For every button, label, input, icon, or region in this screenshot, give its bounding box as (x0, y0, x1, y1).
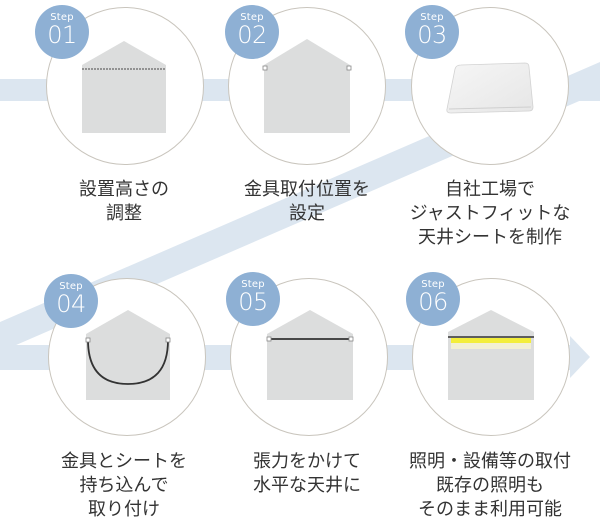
house-with-height-line-icon (82, 41, 166, 133)
flow-arrow-icon (570, 336, 590, 378)
step-badge-number: 06 (418, 288, 448, 316)
step-badge-label: Step (241, 279, 265, 290)
house-with-taut-sheet-icon (266, 310, 354, 400)
house-with-sagging-sheet-icon (85, 310, 171, 400)
step-caption: 金具取付位置を 設定 (244, 179, 370, 224)
step-02 (228, 7, 388, 167)
step-badge: Step 05 (226, 272, 280, 326)
step-badge-label: Step (421, 279, 445, 290)
folded-sheet-icon (446, 62, 534, 114)
step-03 (411, 7, 571, 167)
step-badge: Step 04 (44, 274, 98, 328)
step-badge-label: Step (240, 12, 264, 23)
step-badge: Step 03 (405, 5, 459, 59)
house-with-lighting-icon (448, 310, 534, 400)
step-caption: 設置高さの 調整 (79, 179, 169, 224)
step-badge-label: Step (59, 281, 83, 292)
house-with-brackets-icon (262, 39, 352, 133)
step-badge-number: 01 (47, 21, 77, 49)
step-badge-number: 03 (417, 21, 447, 49)
step-caption: 金具とシートを 持ち込んで 取り付け (61, 451, 187, 520)
step-badge: Step 06 (406, 272, 460, 326)
step-badge-label: Step (50, 12, 74, 23)
step-caption: 張力をかけて 水平な天井に (253, 451, 361, 496)
step-badge-number: 04 (56, 290, 86, 318)
step-badge: Step 01 (35, 5, 89, 59)
step-01 (46, 7, 206, 167)
step-badge: Step 02 (225, 5, 279, 59)
step-badge-label: Step (420, 12, 444, 23)
step-badge-number: 05 (238, 288, 268, 316)
step-badge-number: 02 (237, 21, 267, 49)
step-caption: 照明・設備等の取付 既存の照明も そのまま利用可能 (409, 451, 571, 520)
step-caption: 自社工場で ジャストフィットな 天井シートを制作 (409, 179, 571, 248)
